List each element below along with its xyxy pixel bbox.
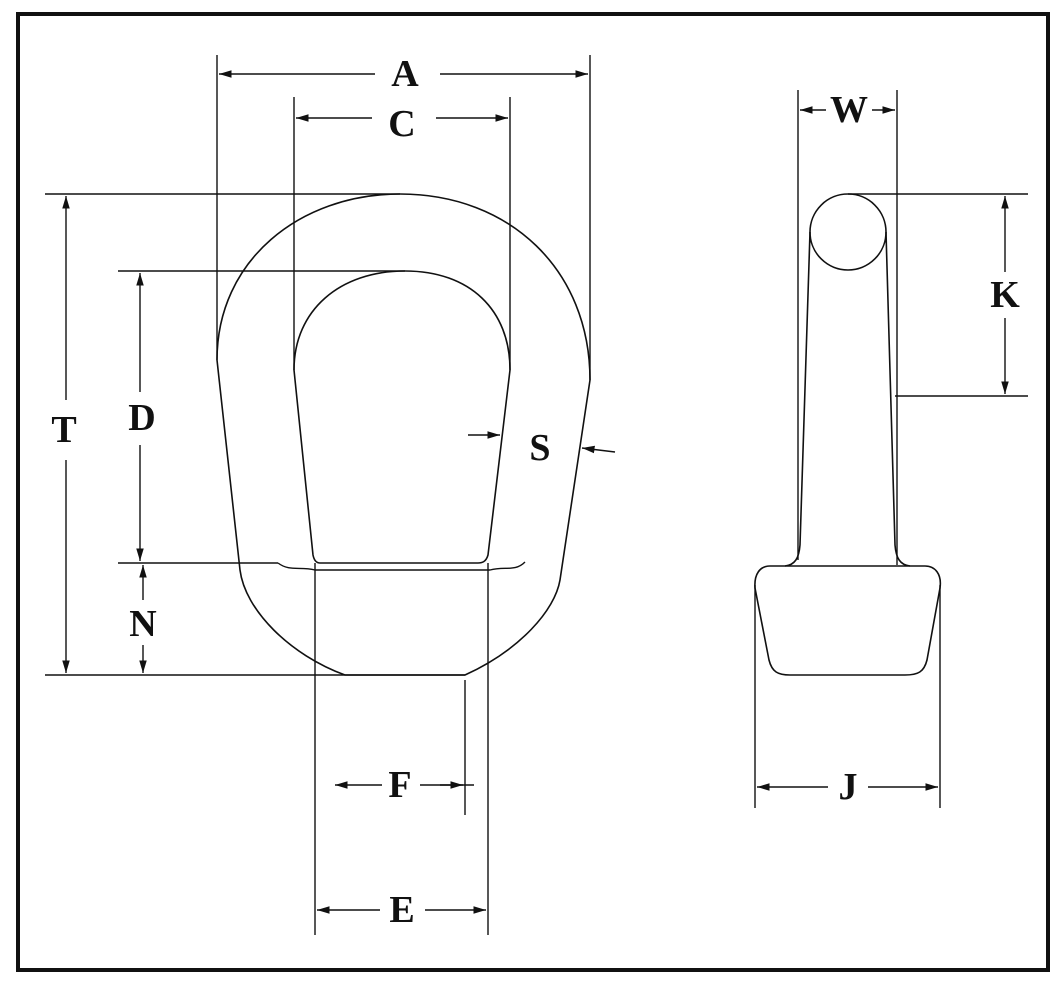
label-e: E [389, 889, 414, 931]
label-d: D [128, 397, 155, 439]
dimension-t: T [45, 193, 465, 676]
side-view-eye [754, 193, 942, 676]
frame-border [16, 12, 1050, 972]
dimension-c: C [293, 97, 511, 370]
label-s: S [529, 427, 550, 469]
label-f: F [388, 764, 411, 806]
dimension-w: W [797, 89, 898, 565]
dimension-k: K [848, 193, 1028, 397]
dimension-a: A [216, 53, 591, 380]
label-t: T [51, 409, 76, 451]
dimension-d: D [118, 270, 405, 564]
dimension-e: E [314, 563, 489, 935]
dimension-s: S [468, 427, 616, 469]
label-j: J [839, 766, 858, 808]
label-w: W [830, 89, 868, 131]
dimension-n: N [129, 565, 157, 673]
dimension-j: J [754, 585, 941, 808]
label-n: N [129, 603, 156, 645]
label-a: A [391, 53, 419, 95]
dimension-f: F [335, 680, 474, 815]
front-view-eye [216, 193, 591, 676]
label-c: C [388, 103, 415, 145]
label-k: K [990, 274, 1020, 316]
